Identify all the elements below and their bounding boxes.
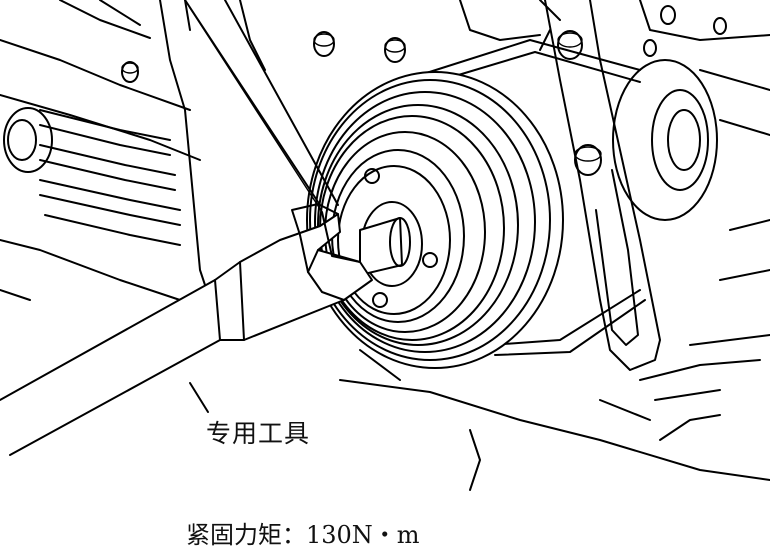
left-boss [3, 107, 53, 173]
bolt-icon-group [121, 5, 727, 176]
special-tool-label: 专用工具 [206, 419, 311, 448]
center-bolt-icon [359, 217, 411, 276]
engine-block-outline [0, 0, 770, 491]
block-ribs [39, 109, 181, 246]
special-tool [0, 0, 373, 456]
crankshaft-pulley [306, 71, 564, 369]
drive-belt [419, 39, 646, 356]
idler-pulley [612, 59, 718, 221]
tool-leader-line [189, 382, 209, 413]
torque-caption: 紧固力矩：130N・m [186, 521, 420, 549]
